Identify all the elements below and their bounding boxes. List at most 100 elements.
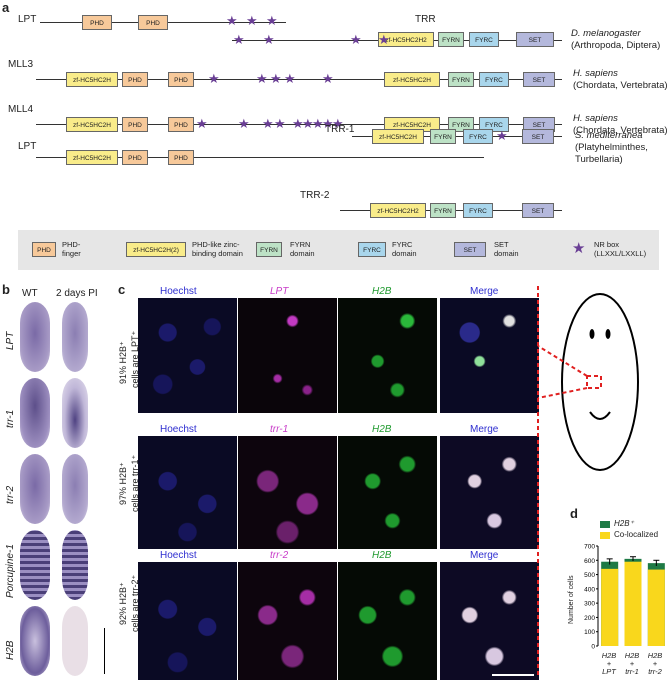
protein-name-smed-lpt: LPT <box>18 141 37 152</box>
zf-domain: zf-HC5HC2H2 <box>370 203 426 218</box>
legend-phd-swatch: PHD <box>32 242 56 257</box>
nr-box-star: ★ <box>226 13 238 28</box>
protein-line <box>36 79 562 80</box>
species-name: D. melanogaster <box>571 28 641 39</box>
zf-domain: zf-HC5HC2H <box>372 129 424 144</box>
y-tick-label: 0 <box>591 644 595 651</box>
nr-box-star: ★ <box>262 116 274 131</box>
protein-name-trr: TRR <box>415 14 436 25</box>
x-label-3-l1: H2B <box>647 651 663 660</box>
nr-box-star: ★ <box>274 116 286 131</box>
worm-wt-porcupine1 <box>20 530 50 600</box>
legend-fyrn-swatch: FYRN <box>256 242 282 257</box>
legend-set-swatch: SET <box>454 242 486 257</box>
species-name: H. sapiens <box>573 68 618 79</box>
legend-coloc-swatch <box>600 532 610 539</box>
species-name: S. mediterranea <box>575 130 643 141</box>
x-label-1-l2: + <box>606 659 612 668</box>
row-label-porcupine1: Porcupine-1 <box>5 544 16 598</box>
phd-domain: PHD <box>138 15 168 30</box>
legend-phd-text: PHD- finger <box>62 240 81 258</box>
phd-domain: PHD <box>122 117 148 132</box>
micro-label-merge-3: Merge <box>470 550 499 561</box>
bar-colocalized <box>647 569 665 646</box>
species-smed: S. mediterranea (Platyhelminthes, Turbel… <box>575 130 648 166</box>
y-tick-label: 700 <box>584 544 595 551</box>
zf-domain: zf-HC5HC2H <box>66 150 118 165</box>
x-label-2-l3: trr-1 <box>625 667 639 676</box>
x-label-1-l3: LPT <box>602 667 616 676</box>
legend-h2b-swatch <box>600 521 610 528</box>
domain-legend: PHD PHD- finger zf-HC5HC2H(2) PHD-like z… <box>18 230 659 270</box>
protein-name-mll3: MLL3 <box>8 59 34 70</box>
phd-domain: PHD <box>168 117 194 132</box>
micro-label-probe-1: LPT <box>270 286 289 297</box>
species-hs-mll3: H. sapiens (Chordata, Vertebrata) <box>573 68 668 92</box>
phd-domain: PHD <box>168 150 194 165</box>
y-tick-label: 200 <box>584 615 595 622</box>
callout-line <box>537 387 588 399</box>
worm-wt-trr2 <box>20 454 50 524</box>
phd-domain: PHD <box>122 72 148 87</box>
micrograph-hoechst-3 <box>138 562 237 680</box>
y-axis-label: Number of cells <box>568 575 575 624</box>
nr-box-star: ★ <box>322 71 334 86</box>
bar-colocalized <box>601 568 619 646</box>
x-label-1: H2B + LPT <box>598 652 620 676</box>
phd-domain: PHD <box>168 72 194 87</box>
legend-fyrn-text: FYRN domain <box>290 240 315 258</box>
micrograph-h2b-1 <box>338 298 437 413</box>
zf-domain: zf-HC5HC2H <box>66 72 118 87</box>
row-label-trr2: trr-2 <box>5 485 16 504</box>
protein-line <box>352 136 562 137</box>
protein-name-dm-lpt: LPT <box>18 14 37 25</box>
fyrn-domain: FYRN <box>448 117 474 132</box>
set-domain: SET <box>522 203 554 218</box>
protein-name-trr1: TRR-1 <box>325 124 355 135</box>
zf-domain: zf-HC5HC2H <box>384 72 440 87</box>
panel-b-letter: b <box>2 282 10 297</box>
legend-star-icon: ★ <box>572 240 586 257</box>
worm-wt-h2b <box>20 606 50 676</box>
species-taxon: (Platyhelminthes, <box>575 142 648 153</box>
nr-box-star: ★ <box>312 116 324 131</box>
x-label-3-l2: + <box>652 659 658 668</box>
protein-name-trr2: TRR-2 <box>300 190 330 201</box>
legend-set-text: SET domain <box>494 240 519 258</box>
nr-box-star: ★ <box>332 116 344 131</box>
nr-box-star: ★ <box>233 32 245 47</box>
micro-label-merge-2: Merge <box>470 424 499 435</box>
phd-domain: PHD <box>82 15 112 30</box>
scale-bar <box>104 628 105 674</box>
fyrn-domain: FYRN <box>430 129 456 144</box>
protein-line <box>36 124 562 125</box>
fyrc-domain: FYRC <box>463 203 493 218</box>
micrograph-probe-1 <box>238 298 337 413</box>
x-label-1-l1: H2B <box>601 651 617 660</box>
nr-box-star: ★ <box>292 116 304 131</box>
fyrc-domain: FYRC <box>479 72 509 87</box>
nr-box-star: ★ <box>196 116 208 131</box>
row-label-lpt: LPT <box>5 331 16 350</box>
worm-pi-trr2 <box>62 454 88 524</box>
worm-pi-trr1 <box>62 378 88 448</box>
zf-domain: zf-HC5HC2H2 <box>378 32 434 47</box>
micrograph-merge-2 <box>440 436 539 549</box>
micrograph-merge-1 <box>440 298 539 413</box>
nr-box-star: ★ <box>350 32 362 47</box>
micrograph-h2b-3 <box>338 562 437 680</box>
panel-a-letter: a <box>2 0 10 15</box>
nr-box-star: ★ <box>256 71 268 86</box>
set-domain: SET <box>516 32 554 47</box>
micrograph-probe-3 <box>238 562 337 680</box>
nr-box-star: ★ <box>322 116 334 131</box>
row-2-label: 97% H2B⁺ <box>118 462 129 505</box>
callout-line <box>537 345 588 377</box>
row-label-trr1: trr-1 <box>5 409 16 428</box>
column-header-2dpi: 2 days PI <box>56 288 98 299</box>
micro-label-hoechst-1: Hoechst <box>160 286 197 297</box>
row-3-label: 92% H2B⁺ <box>118 582 129 625</box>
fyrc-domain: FYRC <box>479 117 509 132</box>
micro-label-hoechst-3: Hoechst <box>160 550 197 561</box>
